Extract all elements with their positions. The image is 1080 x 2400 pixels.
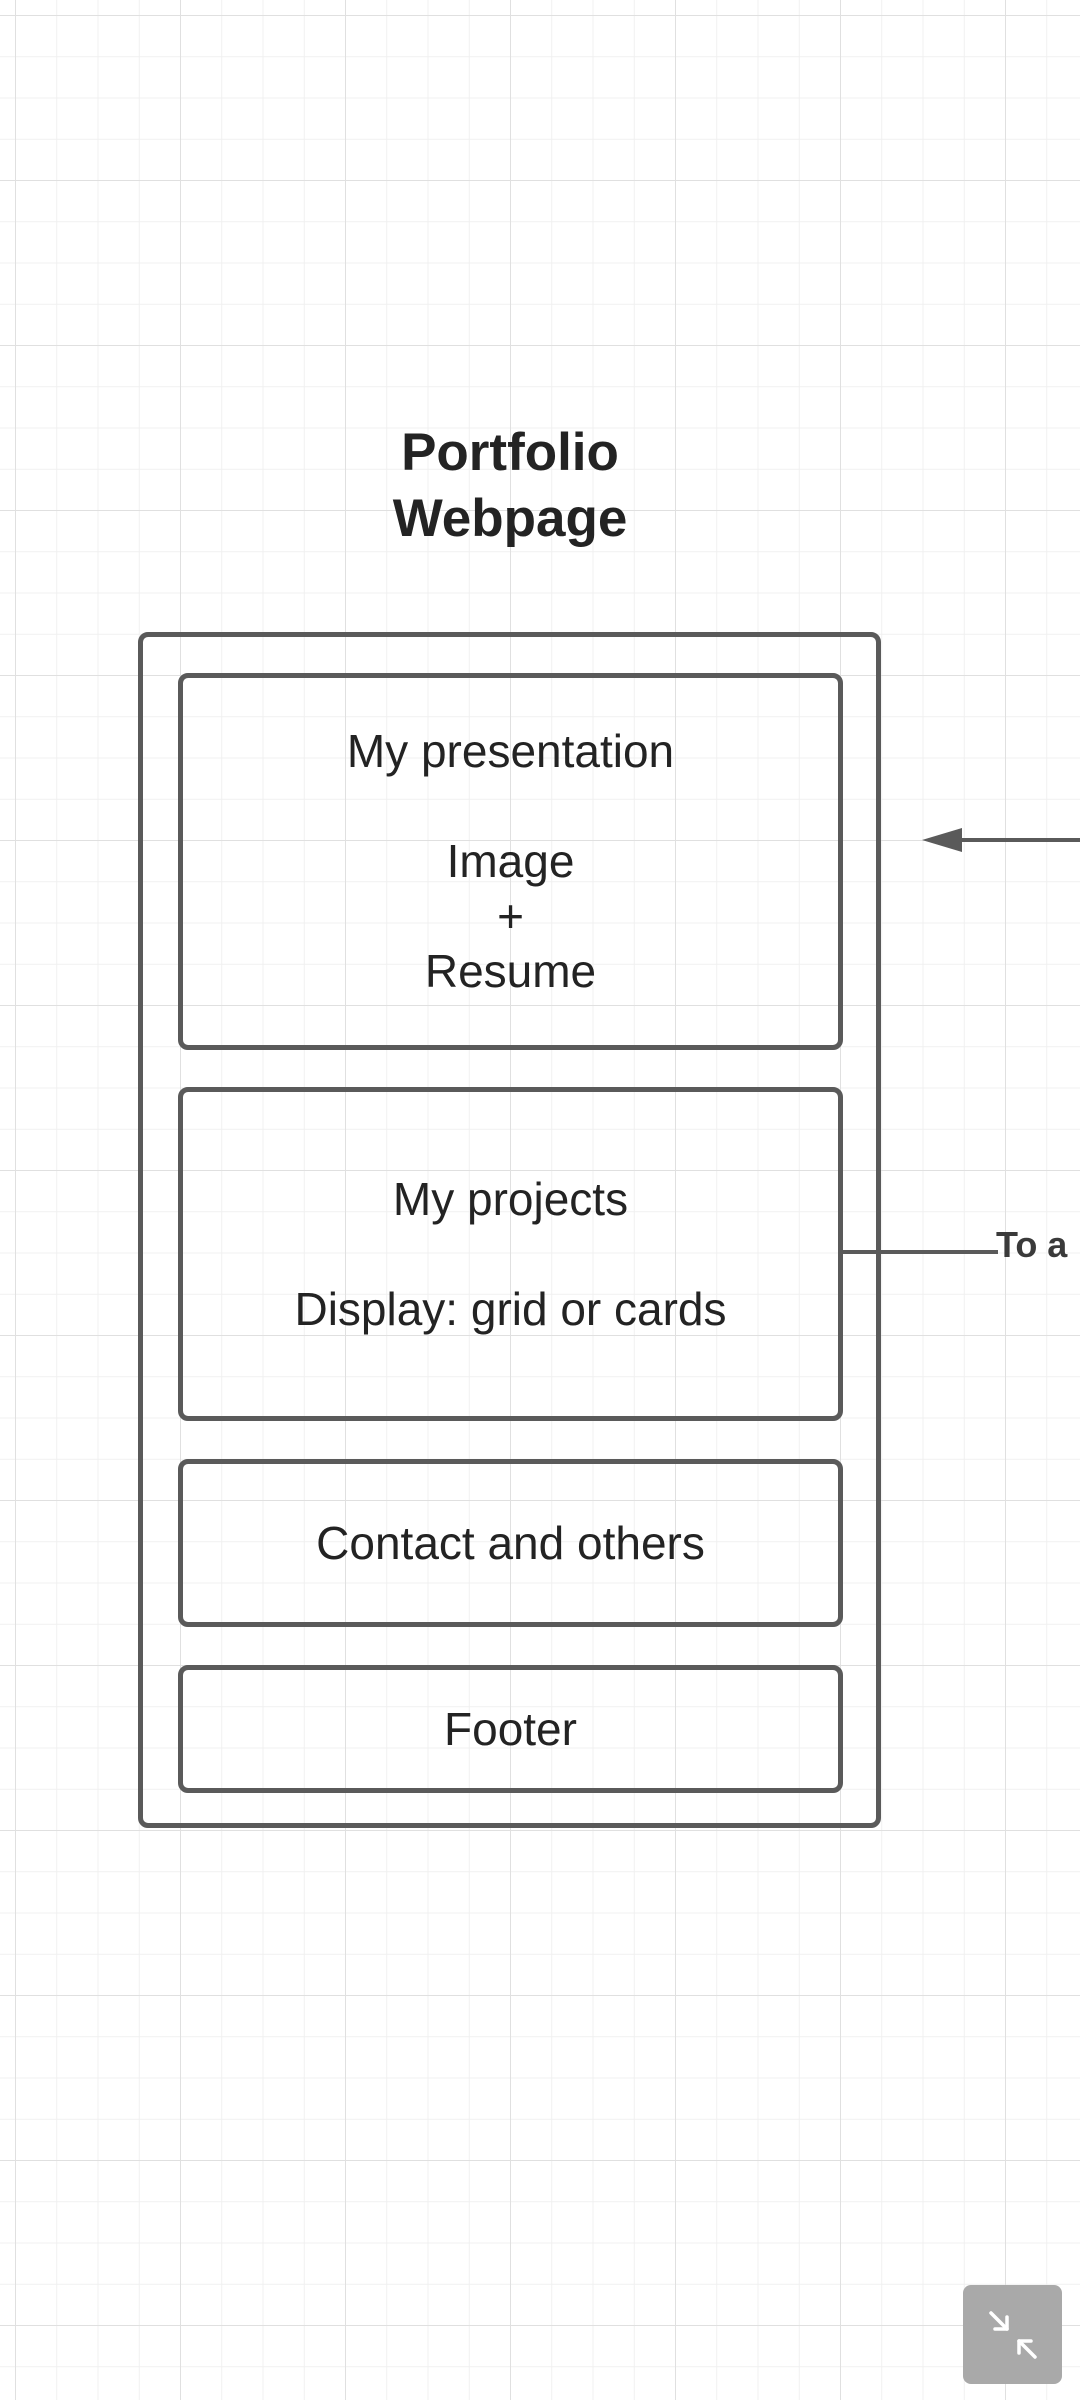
diagram-title[interactable]: Portfolio Webpage [310,420,710,552]
contact-section-shape[interactable]: Contact and others [178,1459,843,1627]
fit-zoom-button[interactable] [963,2285,1062,2384]
connector-label[interactable]: To a [996,1224,1068,1265]
presentation-section-shape[interactable]: My presentation Image + Resume [178,673,843,1050]
minimize-arrows-icon [988,2310,1037,2359]
projects-section-shape[interactable]: My projects Display: grid or cards [178,1087,843,1421]
projects-connector-line[interactable] [843,1250,998,1254]
page-container-shape[interactable] [138,632,881,1828]
contact-heading: Contact and others [316,1516,705,1569]
presentation-line-plus: + [497,890,524,942]
presentation-heading: My presentation [346,725,675,777]
footer-heading: Footer [444,1702,577,1755]
footer-section-shape[interactable]: Footer [178,1665,843,1793]
title-line-2: Webpage [392,489,628,548]
title-line-1: Portfolio [401,423,619,482]
presentation-line-image: Image [446,835,575,887]
projects-heading: My projects [392,1172,629,1225]
incoming-arrow-connector[interactable] [920,820,1080,860]
projects-display-note: Display: grid or cards [294,1282,727,1335]
presentation-line-resume: Resume [424,945,597,997]
